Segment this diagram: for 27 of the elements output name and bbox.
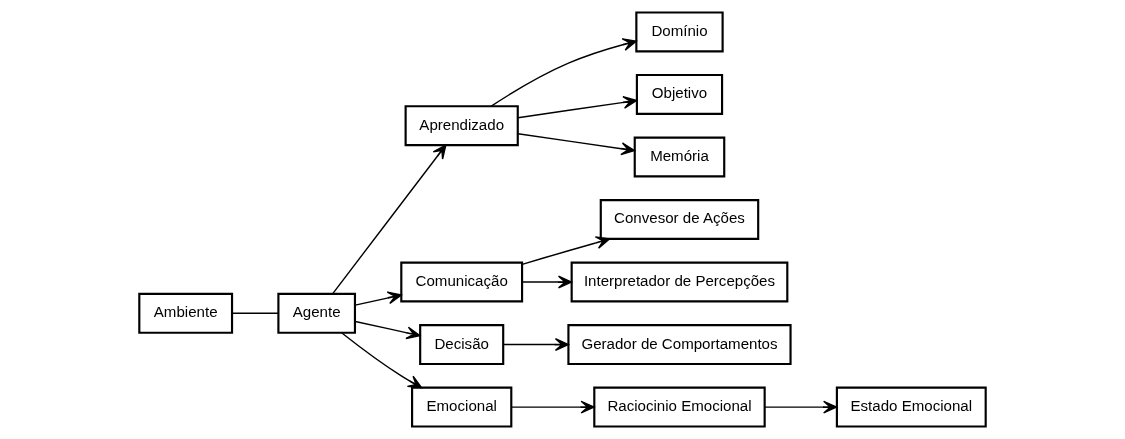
arrow (511, 400, 595, 414)
arrow (490, 38, 637, 107)
arrow (502, 338, 570, 352)
arrow (354, 291, 402, 306)
arrow (521, 275, 573, 289)
node-box: Domínio (635, 11, 724, 53)
arrow (521, 236, 611, 265)
arrow (517, 133, 636, 156)
connector (231, 312, 279, 314)
node-box: Estado Emocional (835, 386, 987, 428)
arrow (517, 95, 638, 119)
node-box: Aprendizado (404, 105, 519, 147)
arrow (332, 144, 447, 295)
node-box: Convesor de Ações (599, 199, 760, 240)
node-box: Interpretador de Percepções (570, 261, 789, 303)
node-box: Raciocinio Emocional (593, 386, 766, 428)
node-box: Decisão (419, 324, 505, 366)
node-box: Emocional (411, 386, 513, 428)
node-box: Memória (633, 136, 726, 178)
arrow (354, 320, 421, 340)
node-box: Objetivo (635, 73, 724, 115)
node-box: Ambiente (138, 292, 234, 334)
arrow (764, 400, 838, 414)
arrow (341, 332, 423, 389)
node-box: Agente (277, 292, 357, 334)
node-box: Comunicação (400, 261, 524, 303)
node-box: Gerador de Comportamentos (567, 324, 792, 366)
